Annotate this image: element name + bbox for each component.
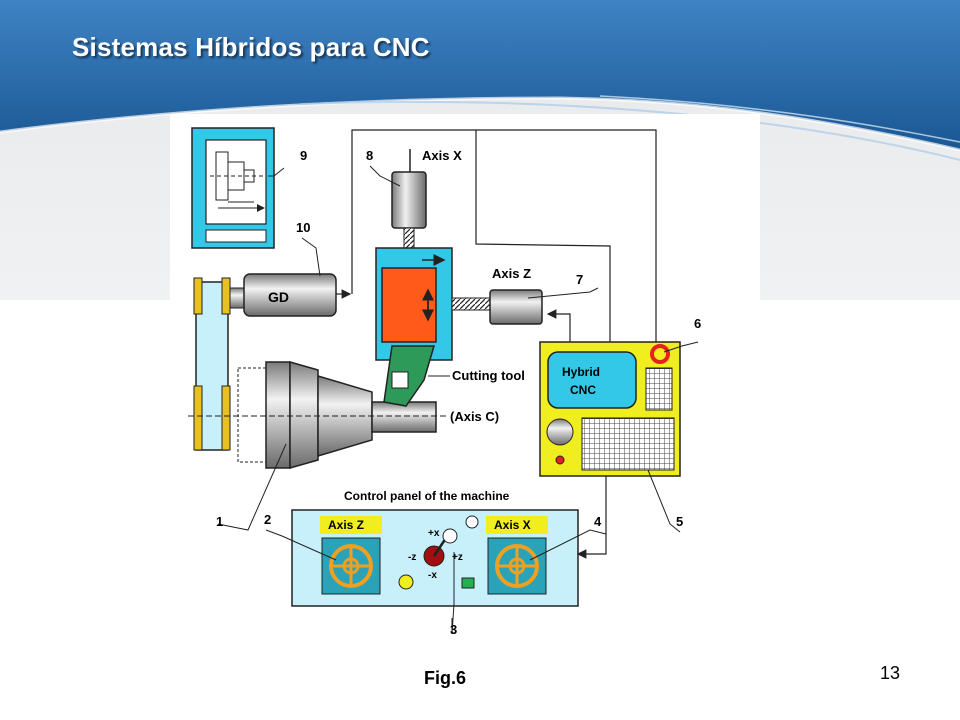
cnc-label: CNC (570, 383, 596, 397)
connection-lines (336, 129, 657, 559)
hybrid-cnc-unit: Hybrid CNC (539, 341, 681, 477)
power-ring-icon (650, 344, 670, 364)
jog-minus-z: -z (408, 552, 416, 563)
gd-label: GD (268, 289, 289, 305)
axis-x-motor: Axis X (391, 148, 462, 263)
axis-z-label: Axis Z (492, 266, 531, 281)
callout-1: 1 (216, 514, 223, 529)
figure-caption: Fig.6 (424, 668, 467, 688)
hybrid-cnc-diagram: GD Axis X Cutting tool (Axis C) Axis Z (170, 114, 760, 646)
tool-carriage (375, 247, 491, 361)
jog-minus-x: -x (428, 570, 437, 581)
control-panel: Control panel of the machine Axis Z Axis… (291, 489, 579, 607)
callout-3: 3 (450, 622, 457, 637)
callout-2: 2 (264, 512, 271, 527)
callout-8: 8 (366, 148, 373, 163)
callout-4: 4 (594, 514, 602, 529)
control-panel-label: Control panel of the machine (344, 489, 510, 503)
callout-6: 6 (694, 316, 701, 331)
panel-axis-z-label: Axis Z (328, 518, 364, 532)
axis-c-label: (Axis C) (450, 409, 499, 424)
belt-drive (193, 277, 247, 451)
jog-plus-x: +x (428, 528, 440, 539)
panel-axis-x-label: Axis X (494, 518, 531, 532)
callout-9: 9 (300, 148, 307, 163)
knob-icon (546, 418, 574, 446)
callout-7: 7 (576, 272, 583, 287)
axis-x-label: Axis X (422, 148, 462, 163)
jog-joystick-icon (423, 515, 479, 567)
axis-z-motor: Axis Z (489, 266, 543, 325)
cutting-tool-label: Cutting tool (452, 368, 525, 383)
slide-title: Sistemas Híbridos para CNC (72, 32, 430, 62)
handwheel-x-icon (487, 537, 547, 595)
monitor-screen (191, 127, 275, 249)
green-button-icon (461, 577, 475, 589)
spindle-chuck (188, 361, 446, 469)
callout-10: 10 (296, 220, 310, 235)
callout-5: 5 (676, 514, 683, 529)
yellow-button-icon (398, 574, 414, 590)
indicator-light-icon (555, 455, 565, 465)
hybrid-label: Hybrid (562, 365, 600, 379)
callout-leaders (217, 165, 699, 635)
jog-plus-z: +z (452, 552, 463, 563)
handwheel-z-icon (321, 537, 381, 595)
cutting-tool: Cutting tool (383, 345, 525, 407)
page-number: 13 (880, 663, 901, 683)
gd-motor: GD (243, 273, 337, 317)
